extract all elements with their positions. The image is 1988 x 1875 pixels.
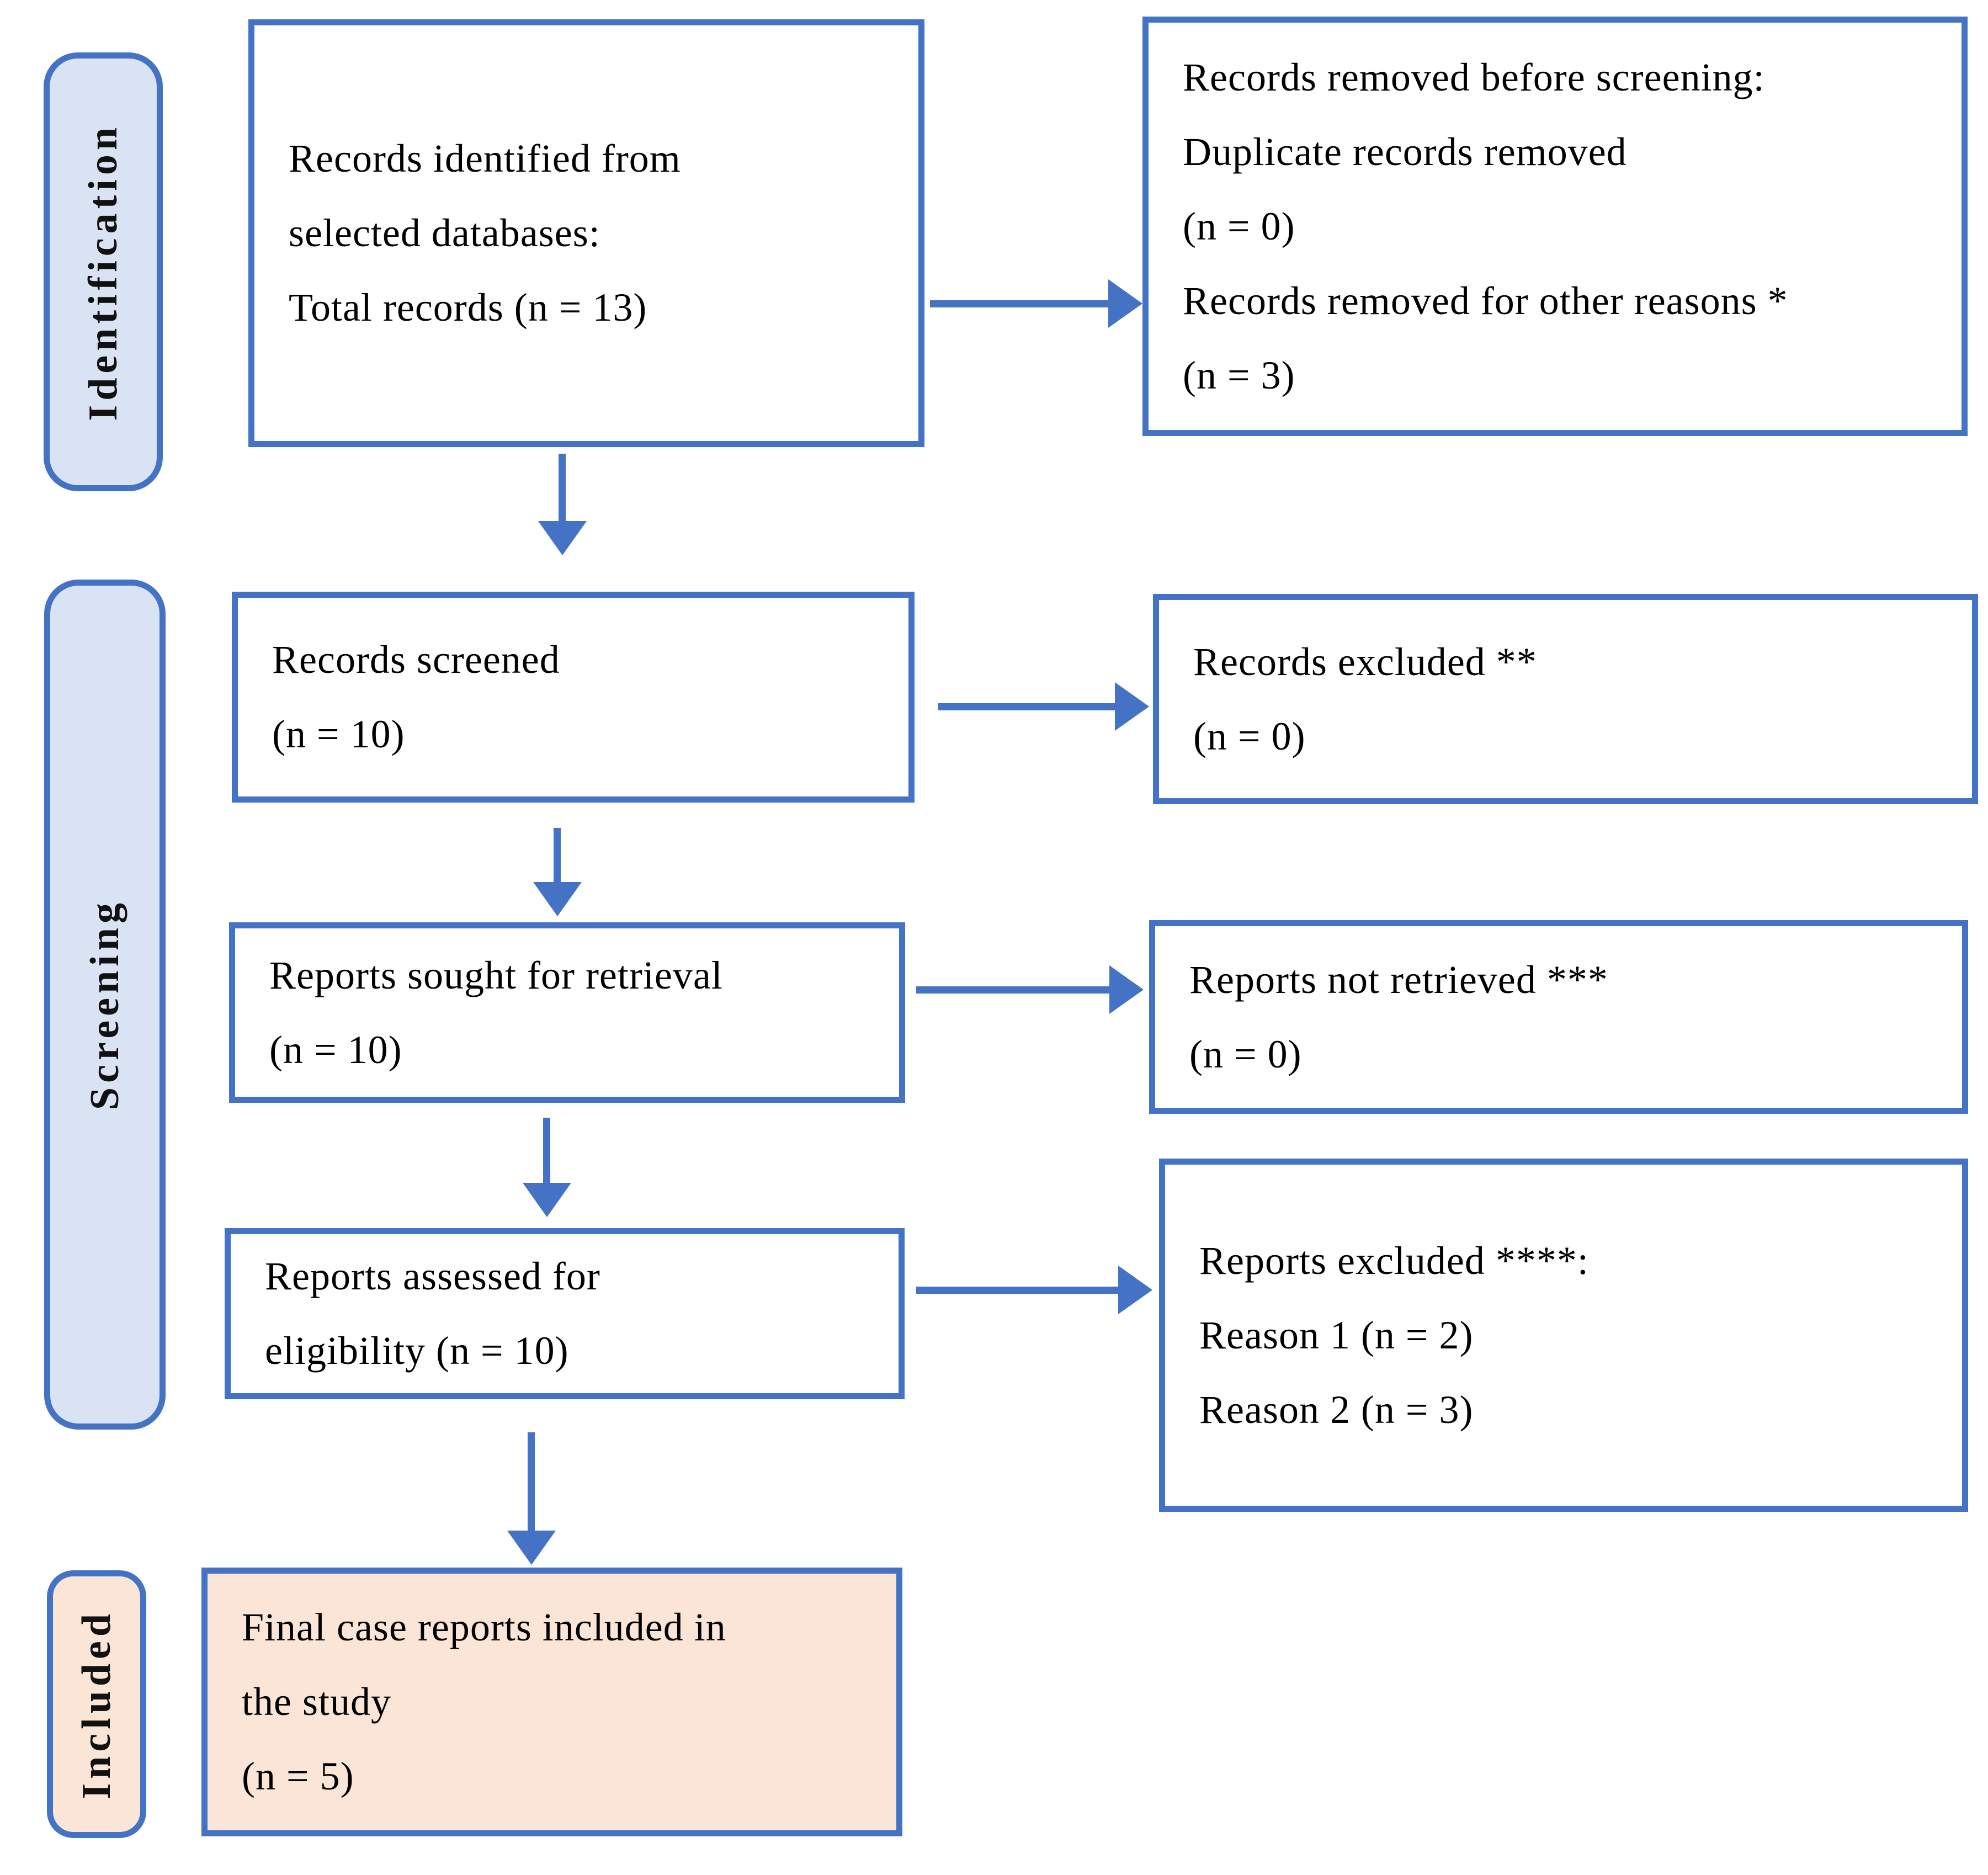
arrow-identified-to-removed-line bbox=[930, 300, 1112, 307]
box-reports-assessed: Reports assessed for eligibility (n = 10… bbox=[225, 1228, 905, 1399]
box-line: (n = 0) bbox=[1193, 714, 1306, 758]
arrow-assessed-to-reports-excluded-line bbox=[916, 1287, 1120, 1294]
stage-label-identification: Identification bbox=[44, 52, 163, 491]
stage-label-identification-text: Identification bbox=[80, 123, 126, 421]
box-line: Records identified from bbox=[289, 136, 681, 180]
box-line: eligibility (n = 10) bbox=[265, 1329, 569, 1373]
arrow-identified-to-screened-line bbox=[559, 454, 566, 524]
box-line: Final case reports included in bbox=[242, 1605, 726, 1649]
arrow-sought-to-not-retrieved-line bbox=[916, 986, 1112, 994]
arrow-sought-to-not-retrieved-head bbox=[1109, 965, 1144, 1014]
box-line: Records removed before screening: bbox=[1183, 55, 1765, 99]
arrow-sought-to-assessed-line bbox=[543, 1118, 550, 1184]
arrow-identified-to-removed-head bbox=[1108, 279, 1142, 328]
box-line: selected databases: bbox=[289, 211, 600, 255]
stage-label-included-text: Included bbox=[73, 1609, 119, 1799]
box-records-excluded: Records excluded ** (n = 0) bbox=[1153, 594, 1978, 804]
box-line: (n = 10) bbox=[269, 1027, 402, 1072]
box-line: Reports assessed for bbox=[265, 1254, 600, 1298]
arrow-assessed-to-reports-excluded-head bbox=[1118, 1266, 1152, 1314]
arrow-identified-to-screened-head bbox=[538, 521, 587, 555]
box-line: Reports not retrieved *** bbox=[1189, 957, 1608, 1002]
box-line: Reason 2 (n = 3) bbox=[1199, 1387, 1474, 1432]
arrow-screened-to-excluded-line bbox=[938, 703, 1118, 710]
box-line: (n = 0) bbox=[1183, 204, 1295, 248]
arrow-sought-to-assessed-head bbox=[523, 1183, 571, 1217]
box-line: Duplicate records removed bbox=[1183, 129, 1627, 174]
box-line: Records removed for other reasons * bbox=[1183, 278, 1788, 323]
box-records-identified: Records identified from selected databas… bbox=[248, 19, 924, 447]
arrow-assessed-to-final-line bbox=[528, 1432, 535, 1532]
box-line: Total records (n = 13) bbox=[289, 285, 647, 330]
box-line: (n = 3) bbox=[1183, 353, 1295, 397]
box-final-included: Final case reports included in the study… bbox=[201, 1568, 902, 1836]
arrow-screened-to-sought-head bbox=[533, 882, 582, 916]
stage-label-included: Included bbox=[47, 1570, 146, 1838]
arrow-screened-to-excluded-head bbox=[1115, 682, 1149, 731]
box-reports-excluded: Reports excluded ****: Reason 1 (n = 2) … bbox=[1159, 1159, 1968, 1512]
box-line: (n = 10) bbox=[272, 712, 405, 756]
box-line: Reason 1 (n = 2) bbox=[1199, 1313, 1474, 1357]
box-line: (n = 5) bbox=[242, 1754, 354, 1798]
box-records-removed-before-screening: Records removed before screening: Duplic… bbox=[1142, 17, 1968, 436]
box-line: Records screened bbox=[272, 638, 560, 682]
arrow-screened-to-sought-line bbox=[554, 828, 561, 883]
box-line: (n = 0) bbox=[1189, 1032, 1302, 1076]
box-reports-not-retrieved: Reports not retrieved *** (n = 0) bbox=[1149, 920, 1968, 1114]
arrow-assessed-to-final-head bbox=[507, 1531, 556, 1565]
box-line: the study bbox=[242, 1680, 391, 1724]
stage-label-screening: Screening bbox=[44, 580, 166, 1430]
box-records-screened: Records screened (n = 10) bbox=[232, 592, 915, 803]
box-line: Records excluded ** bbox=[1193, 639, 1537, 684]
stage-label-screening-text: Screening bbox=[82, 899, 127, 1111]
box-line: Reports excluded ****: bbox=[1199, 1238, 1589, 1283]
box-reports-sought: Reports sought for retrieval (n = 10) bbox=[229, 922, 905, 1103]
box-line: Reports sought for retrieval bbox=[269, 953, 723, 997]
